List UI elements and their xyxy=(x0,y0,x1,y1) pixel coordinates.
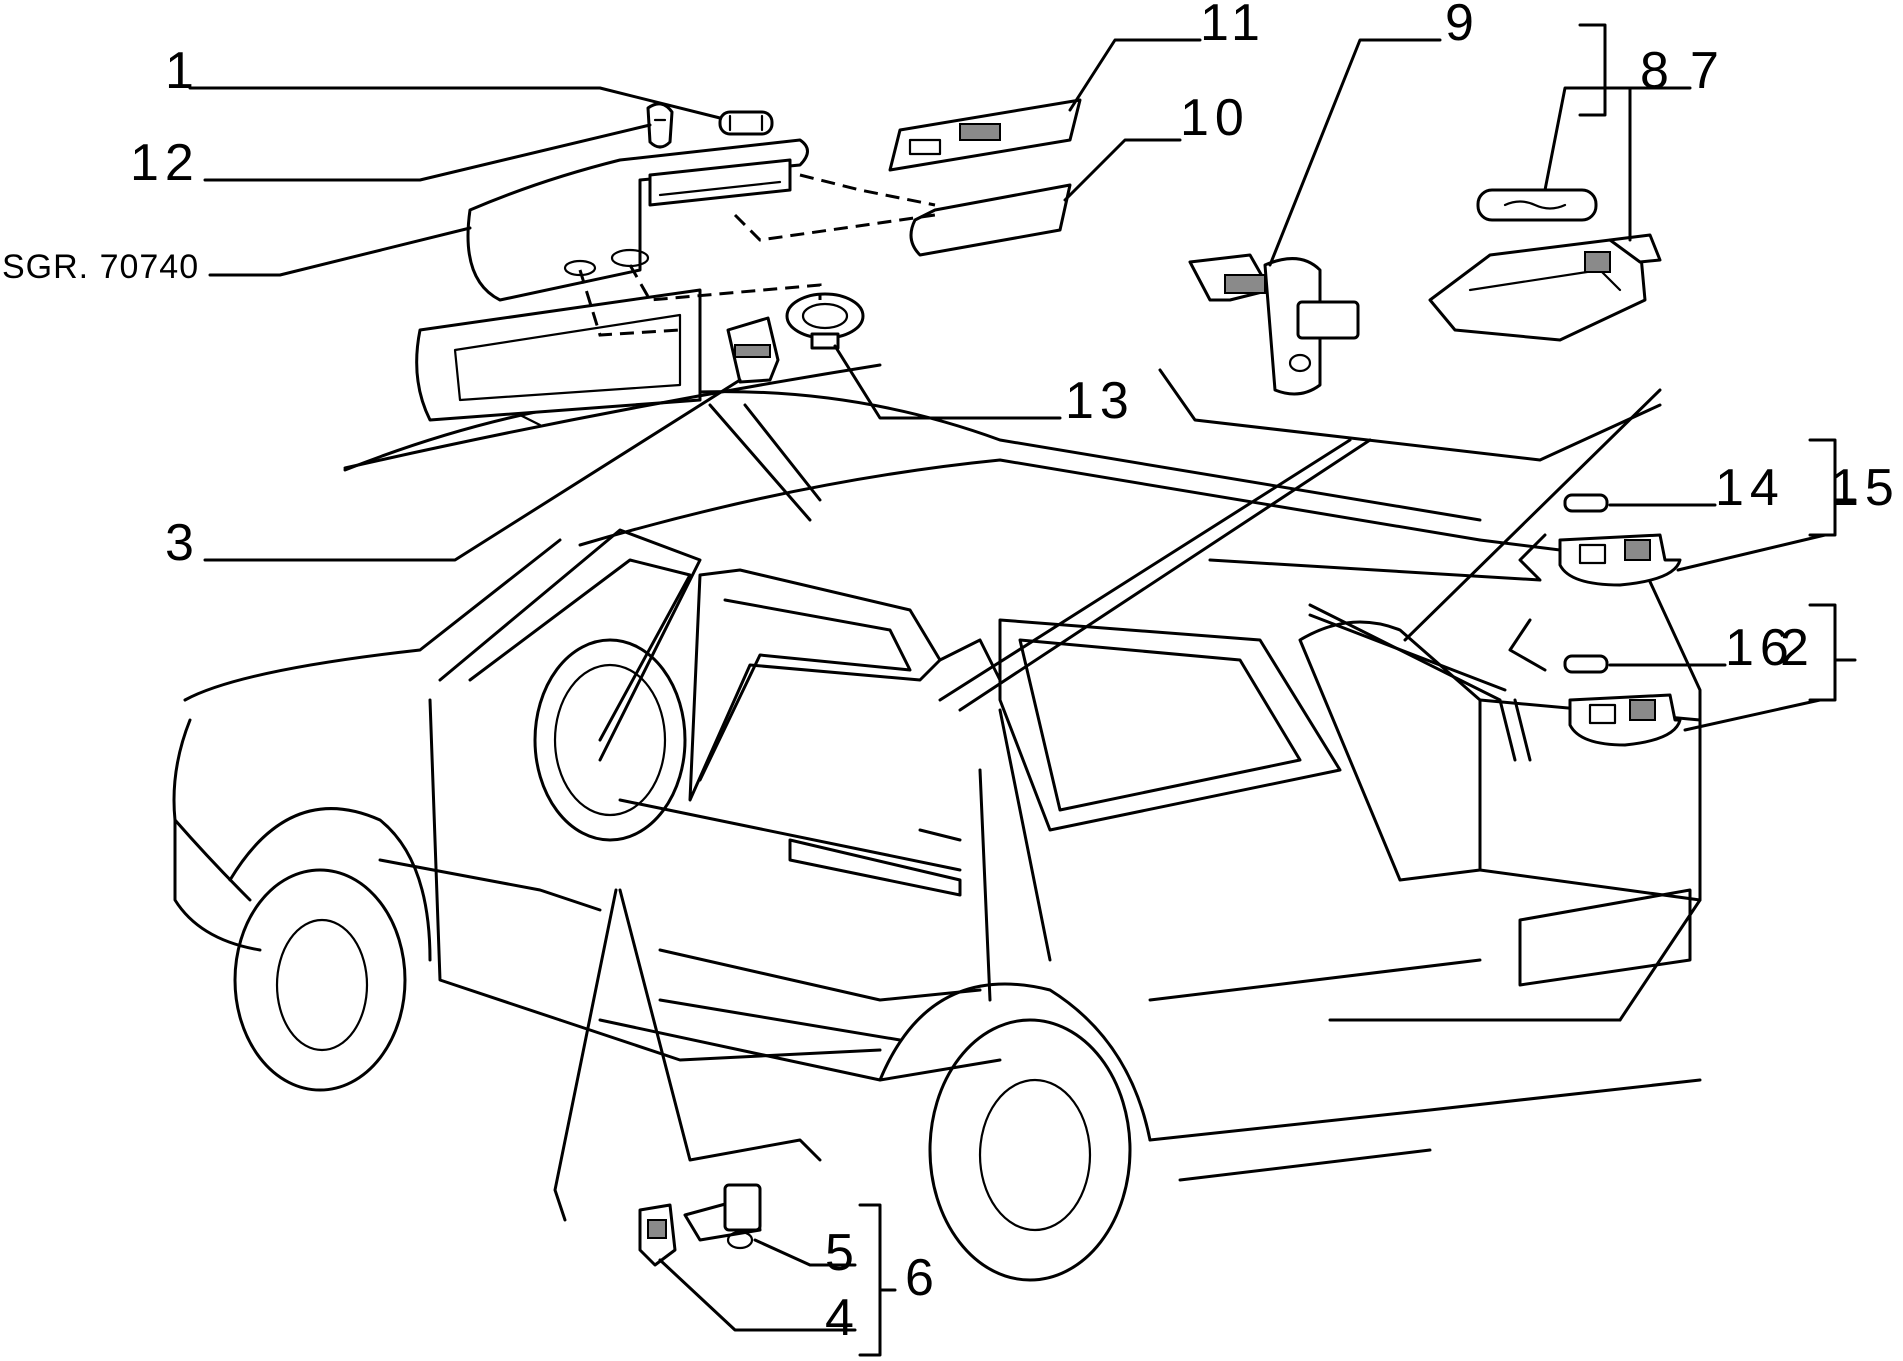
callout-3: 3 xyxy=(165,514,200,572)
bulb-part-1 xyxy=(718,110,774,136)
rear-view-mirror-assembly xyxy=(415,138,809,427)
switch-part-3 xyxy=(726,316,780,384)
callout-11: 11 xyxy=(1200,0,1266,52)
door-switch-part-9 xyxy=(1188,253,1360,396)
bulb-part-12 xyxy=(646,102,674,149)
callout-4: 4 xyxy=(825,1289,860,1347)
callout-2: 2 xyxy=(1780,619,1815,677)
lamp-lens-part-10 xyxy=(909,183,1072,257)
callout-16: 16 xyxy=(1725,619,1795,677)
luggage-lamp-part-15 xyxy=(1558,533,1682,587)
leader-lines xyxy=(188,23,1857,1357)
car-body-outline xyxy=(172,390,1702,1282)
callout-9: 9 xyxy=(1445,0,1480,52)
lamp-socket-part-13 xyxy=(785,292,865,350)
callout-10: 10 xyxy=(1180,89,1250,147)
interior-lamp-part-7 xyxy=(1428,233,1662,342)
door-switch-assembly-4-5 xyxy=(638,1183,762,1267)
callout-8: 8 xyxy=(1640,42,1675,100)
callout-7: 7 xyxy=(1690,42,1725,100)
callout-15: 15 xyxy=(1830,459,1900,517)
callout-13: 13 xyxy=(1065,372,1135,430)
callout-1: 1 xyxy=(165,42,200,100)
callout-14: 14 xyxy=(1715,459,1785,517)
callout-6: 6 xyxy=(905,1249,940,1307)
lamp-board-part-11 xyxy=(888,98,1082,172)
diagram-code: SGR. 70740 xyxy=(2,248,199,286)
callout-12: 12 xyxy=(130,134,200,192)
bulb-part-8 xyxy=(1476,188,1598,222)
bulb-part-14 xyxy=(1563,493,1609,513)
callout-5: 5 xyxy=(825,1224,860,1282)
bulb-part-16 xyxy=(1563,654,1609,674)
luggage-lamp-part-2 xyxy=(1568,693,1682,747)
